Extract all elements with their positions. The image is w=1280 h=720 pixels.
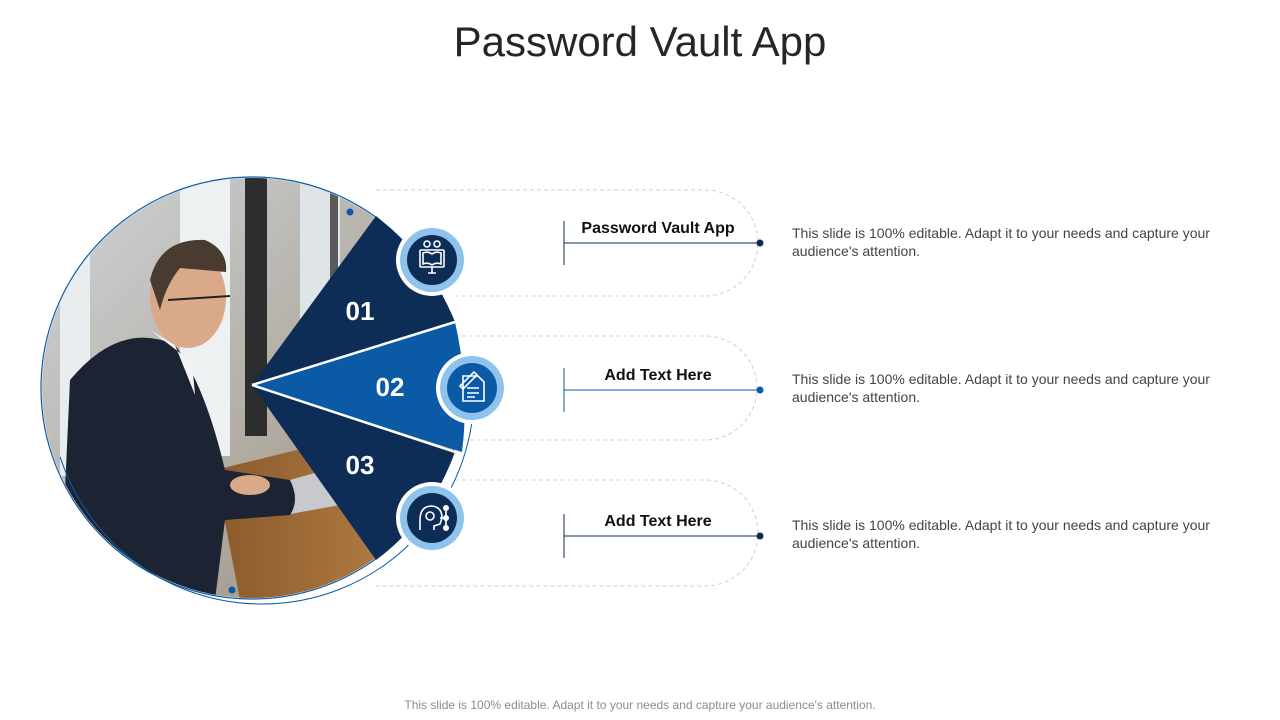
- item-heading-2: Add Text Here: [604, 367, 712, 384]
- monitor-book-icon: [419, 240, 445, 274]
- badge-3: [396, 482, 468, 554]
- sector-2: [252, 322, 465, 452]
- item-description-2: This slide is 100% editable. Adapt it to…: [792, 371, 1210, 405]
- item-heading-1: Password Vault App: [581, 220, 735, 237]
- badge-2: [436, 352, 508, 424]
- connector-2: [563, 368, 764, 412]
- step-number-2: 02: [376, 372, 405, 402]
- badge-1: [396, 224, 468, 296]
- container-outline-3: [376, 479, 759, 587]
- item-description-1: This slide is 100% editable. Adapt it to…: [792, 225, 1210, 259]
- ring-dot-bottom: [228, 586, 236, 594]
- brain-network-icon: [419, 504, 449, 531]
- item-heading-3: Add Text Here: [604, 513, 712, 530]
- ring-dot-top: [346, 208, 354, 216]
- item-description-3: This slide is 100% editable. Adapt it to…: [792, 517, 1210, 551]
- container-outline-2: [455, 335, 758, 441]
- slide-title: Password Vault App: [453, 18, 827, 65]
- step-number-1: 01: [346, 296, 375, 326]
- step-number-3: 03: [346, 450, 375, 480]
- footer-note: This slide is 100% editable. Adapt it to…: [404, 698, 876, 712]
- connector-3: [563, 514, 764, 558]
- person-photo: [42, 178, 462, 598]
- document-pen-icon: [458, 370, 485, 402]
- connector-1: [563, 221, 764, 265]
